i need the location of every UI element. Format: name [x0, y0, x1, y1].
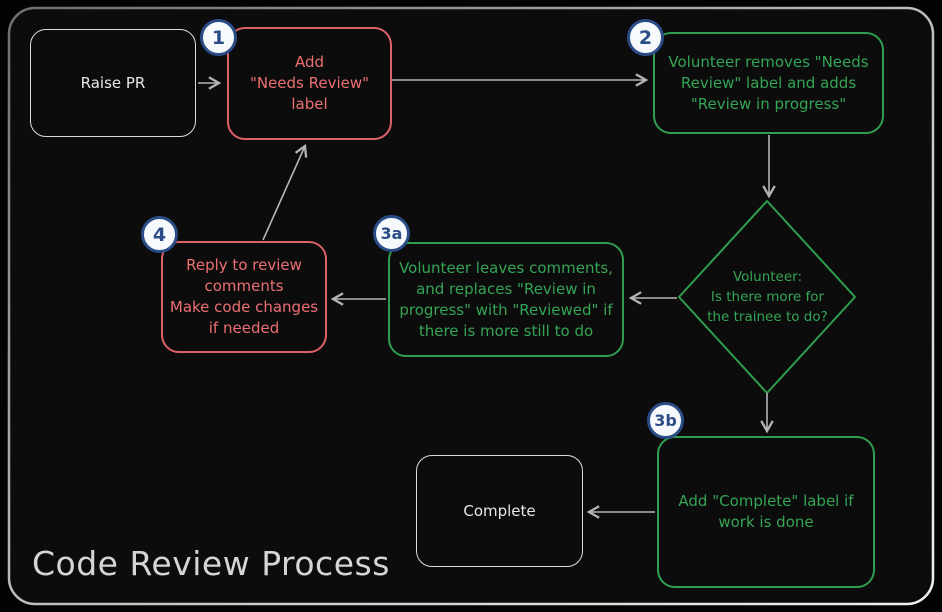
node-step3b-add-complete-label: Add "Complete" label if work is done	[657, 436, 875, 588]
node-step4-reply-to-review: Reply to review comments Make code chang…	[161, 241, 327, 353]
node-decision-label: Volunteer: Is there more for the trainee…	[707, 269, 828, 325]
step-badge-1-label: 1	[211, 26, 226, 49]
node-decision-volunteer: Volunteer: Is there more for the trainee…	[679, 207, 856, 387]
step-badge-3a-label: 3a	[380, 224, 403, 243]
node-complete: Complete	[416, 455, 583, 567]
arrow-step4-to-step1	[262, 143, 308, 241]
node-raise-pr-label: Raise PR	[80, 73, 146, 92]
step-badge-3b-label: 3b	[654, 411, 677, 430]
step-badge-2-label: 2	[638, 26, 653, 49]
node-raise-pr: Raise PR	[30, 29, 196, 137]
node-step3b-label: Add "Complete" label if work is done	[678, 492, 854, 531]
node-step3a-label: Volunteer leaves comments, and replaces …	[399, 258, 613, 340]
step-badge-3a: 3a	[373, 215, 410, 252]
node-step2-volunteer-removes-label: Volunteer removes "Needs Review" label a…	[653, 32, 884, 134]
step-badge-3b: 3b	[647, 402, 684, 439]
node-complete-label: Complete	[463, 501, 536, 520]
node-step4-label: Reply to review comments Make code chang…	[169, 256, 319, 337]
step-badge-1: 1	[200, 19, 237, 56]
step-badge-2: 2	[627, 19, 664, 56]
node-step2-label: Volunteer removes "Needs Review" label a…	[668, 52, 869, 113]
step-badge-4-label: 4	[152, 223, 167, 246]
page-title: Code Review Process	[32, 544, 390, 583]
node-step1-label: Add "Needs Review" label	[249, 53, 370, 113]
step-badge-4: 4	[141, 216, 178, 253]
node-step1-add-needs-review: Add "Needs Review" label	[227, 27, 392, 140]
node-step3a-volunteer-comments: Volunteer leaves comments, and replaces …	[388, 242, 624, 357]
